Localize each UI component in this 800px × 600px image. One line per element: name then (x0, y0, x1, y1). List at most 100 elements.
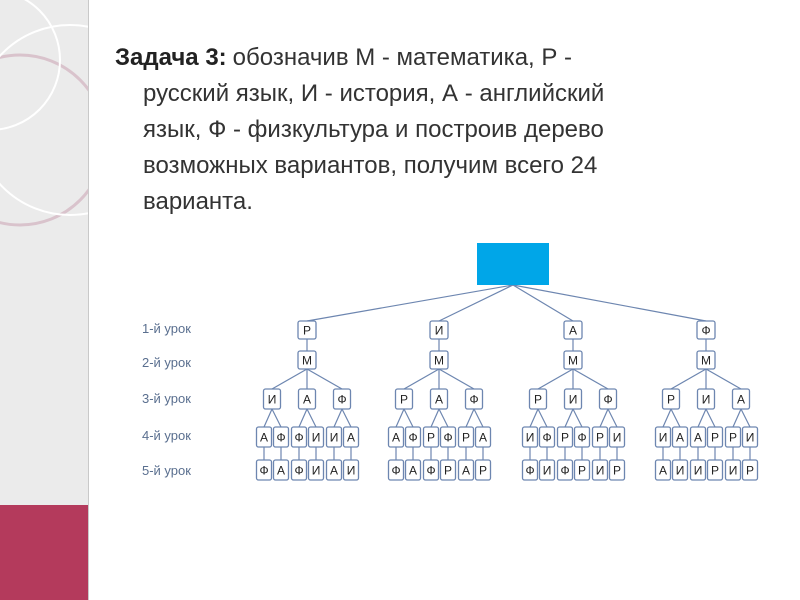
tree-node: А (654, 459, 672, 481)
node-label: И (543, 464, 552, 478)
node-box (598, 388, 618, 410)
node-box (563, 350, 583, 370)
node-box (297, 350, 317, 370)
level-label: 5-й урок (142, 463, 191, 478)
tree-node: И (671, 459, 689, 481)
node-box (297, 388, 317, 410)
node-label: Р (561, 431, 569, 445)
node-label: А (277, 464, 285, 478)
node-label: И (613, 431, 622, 445)
tree-node: М (563, 350, 583, 370)
node-label: А (435, 393, 443, 407)
node-label: А (569, 324, 577, 338)
tree-node: А (731, 388, 751, 410)
tree-edge (298, 408, 308, 428)
tree-edge (395, 408, 405, 428)
node-label: А (676, 431, 684, 445)
node-label: Р (400, 393, 408, 407)
tree-node: Р (706, 459, 724, 481)
tree-edge (306, 284, 514, 322)
tree-edge (271, 408, 282, 428)
node-box (556, 459, 574, 481)
node-label: А (260, 431, 268, 445)
node-label: Ф (469, 393, 478, 407)
node-label: И (347, 464, 356, 478)
tree-node: А (387, 426, 405, 448)
node-box (573, 459, 591, 481)
node-box (439, 459, 457, 481)
node-box (255, 459, 273, 481)
node-box (591, 426, 609, 448)
node-box (262, 388, 282, 410)
tree-node: И (741, 426, 759, 448)
node-box (325, 426, 343, 448)
node-box (741, 426, 759, 448)
node-label: Ф (259, 464, 268, 478)
node-label: А (347, 431, 355, 445)
tree-node: А (563, 320, 583, 340)
node-box (538, 459, 556, 481)
level-label: 1-й урок (142, 321, 191, 336)
node-label: И (596, 464, 605, 478)
node-label: А (659, 464, 667, 478)
node-box (696, 350, 716, 370)
tree-nodes: РМИАФФААФФИИФИААИИМРАФФААРФФРФРААРАМРИФФ… (255, 243, 759, 481)
node-label: Ф (294, 464, 303, 478)
node-box (731, 388, 751, 410)
node-label: А (694, 431, 702, 445)
tree-node: И (689, 459, 707, 481)
tree-node: Р (556, 426, 574, 448)
tree-node: Ф (290, 459, 308, 481)
node-box (689, 459, 707, 481)
node-box (696, 388, 716, 410)
problem-statement: Задача 3:обозначив М - математика, Р - р… (115, 40, 735, 220)
node-label: И (526, 431, 535, 445)
tree-edge (607, 408, 618, 428)
tree-node: Ф (521, 459, 539, 481)
tree-edge (403, 368, 440, 390)
node-box (387, 426, 405, 448)
node-label: Р (711, 464, 719, 478)
node-box (671, 426, 689, 448)
node-label: Ф (701, 324, 710, 338)
node-box (591, 459, 609, 481)
tree-node: Р (741, 459, 759, 481)
tree-edge (306, 368, 343, 390)
tree-node: И (521, 426, 539, 448)
node-box (573, 426, 591, 448)
node-label: Р (479, 464, 487, 478)
tree-node: Ф (387, 459, 405, 481)
node-box (255, 426, 273, 448)
node-label: И (330, 431, 339, 445)
node-label: Р (729, 431, 737, 445)
node-box (290, 459, 308, 481)
tree-edge (438, 284, 514, 322)
node-box (474, 426, 492, 448)
node-box (272, 426, 290, 448)
tree-edge (263, 408, 273, 428)
node-box (290, 426, 308, 448)
tree-node: М (297, 350, 317, 370)
node-box (307, 459, 325, 481)
node-label: Р (578, 464, 586, 478)
tree-node: А (671, 426, 689, 448)
tree-edge (473, 408, 484, 428)
tree-edge (512, 284, 707, 322)
root-node (477, 243, 549, 285)
node-box (741, 459, 759, 481)
node-label: Р (462, 431, 470, 445)
tree-node: Ф (538, 426, 556, 448)
tree-edge (670, 368, 707, 390)
node-label: Ф (560, 464, 569, 478)
node-box (654, 426, 672, 448)
node-box (474, 459, 492, 481)
node-box (521, 459, 539, 481)
problem-line-2: русский язык, И - история, А - английски… (143, 80, 605, 107)
tree-node: Р (724, 426, 742, 448)
tree-node: Р (661, 388, 681, 410)
node-label: М (701, 354, 711, 368)
node-box (689, 426, 707, 448)
node-box (422, 459, 440, 481)
node-box (661, 388, 681, 410)
